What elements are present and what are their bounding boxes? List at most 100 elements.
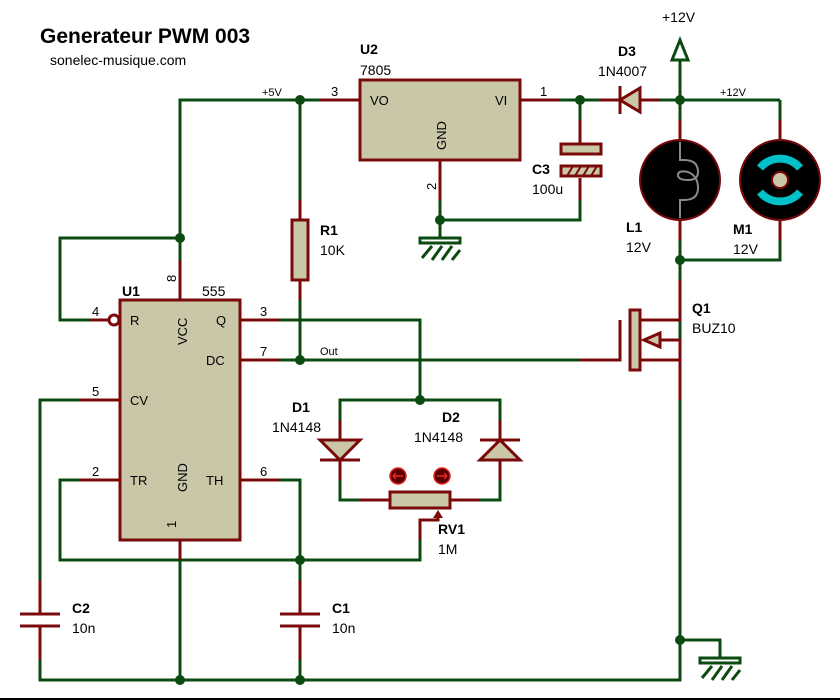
component-d1[interactable]: D1 1N4148: [272, 399, 364, 480]
pin-name-tr: TR: [130, 473, 147, 488]
pin-number: 2: [92, 464, 99, 479]
pin-number: 6: [260, 464, 267, 479]
pin-name-dc: DC: [206, 353, 225, 368]
r1-ref: R1: [320, 222, 338, 238]
pin-name-th: TH: [206, 473, 223, 488]
pin-name-vcc: VCC: [175, 318, 190, 345]
pin-number: 3: [260, 304, 267, 319]
diode-icon: [316, 438, 364, 463]
m1-value: 12V: [733, 241, 759, 257]
d1-ref: D1: [292, 399, 310, 415]
d3-value: 1N4007: [598, 63, 647, 79]
wires: [38, 60, 782, 682]
ic-body: [118, 298, 242, 542]
diode-icon: [476, 437, 524, 462]
component-c3[interactable]: C3 100u: [532, 120, 603, 200]
net-label-out: Out: [320, 346, 338, 358]
junction-dot: [675, 635, 685, 645]
inverted-pin-bubble-icon: [107, 313, 121, 327]
pin-name-cv: CV: [130, 393, 148, 408]
pin-number: 5: [92, 384, 99, 399]
junction-dot: [575, 95, 585, 105]
component-l1-lamp[interactable]: L1 12V: [626, 120, 721, 255]
component-r1[interactable]: R1 10K: [290, 200, 346, 300]
c1-value: 10n: [332, 620, 355, 636]
component-c1[interactable]: C1 10n: [280, 580, 355, 660]
l1-ref: L1: [626, 219, 643, 235]
power-label-12v: +12V: [662, 9, 696, 25]
u2-ref: U2: [360, 41, 378, 57]
decrease-wiper-button[interactable]: [389, 467, 407, 485]
net-label-plus5v: +5V: [262, 87, 283, 99]
d2-ref: D2: [442, 409, 460, 425]
potentiometer-body: [388, 490, 452, 510]
power-arrow-icon: [669, 35, 691, 62]
rv1-ref: RV1: [438, 521, 465, 537]
junction-dot: [295, 555, 305, 565]
r1-value: 10K: [320, 242, 346, 258]
c3-ref: C3: [532, 161, 550, 177]
d3-ref: D3: [618, 43, 636, 59]
mosfet-channel: [628, 308, 642, 372]
schematic-title: Generateur PWM 003: [40, 25, 250, 48]
component-rv1[interactable]: RV1 1M: [360, 467, 480, 557]
component-u1-555[interactable]: U1 555 R VCC Q DC CV TR GND TH 4 8 3 7 5…: [80, 260, 280, 560]
pin-name-r: R: [130, 313, 139, 328]
component-q1-mosfet[interactable]: Q1 BUZ10: [580, 280, 736, 400]
increase-wiper-button[interactable]: [433, 467, 451, 485]
component-m1-motor[interactable]: M1 12V: [733, 120, 821, 257]
c2-ref: C2: [72, 600, 90, 616]
junction-dot: [435, 215, 445, 225]
pin-name-q: Q: [216, 313, 226, 328]
m1-ref: M1: [733, 221, 753, 237]
junction-dot: [415, 395, 425, 405]
d2-value: 1N4148: [414, 429, 463, 445]
pin-number: 1: [164, 521, 179, 528]
schematic-subtitle: sonelec-musique.com: [50, 52, 186, 68]
d1-value: 1N4148: [272, 419, 321, 435]
pin-number: 3: [331, 84, 338, 99]
lamp-filament-icon: [676, 142, 700, 218]
ground-symbol-u2: [418, 236, 462, 261]
component-d3[interactable]: D3 1N4007: [598, 43, 660, 115]
pin-name-gnd: GND: [175, 463, 190, 492]
capacitor-plate-positive: [559, 142, 603, 156]
u2-value: 7805: [360, 62, 391, 78]
pin-name-vo: VO: [370, 93, 389, 108]
ground-symbol-q1: [698, 656, 742, 681]
junctions: [175, 95, 685, 685]
junction-dot: [175, 233, 185, 243]
component-d2[interactable]: D2 1N4148: [414, 409, 524, 480]
u1-value: 555: [202, 283, 226, 299]
component-u2-7805[interactable]: U2 7805 VO VI GND 3 1 2: [320, 41, 560, 200]
u1-ref: U1: [122, 283, 140, 299]
c2-value: 10n: [72, 620, 95, 636]
q1-ref: Q1: [692, 300, 711, 316]
junction-dot: [295, 95, 305, 105]
diode-icon: [617, 85, 642, 115]
power-terminal-12v[interactable]: +12V: [662, 9, 696, 62]
resistor-body: [290, 218, 310, 282]
lamp-icon: [639, 139, 721, 221]
junction-dot: [675, 95, 685, 105]
pin-number: 7: [260, 344, 267, 359]
junction-dot: [175, 675, 185, 685]
junction-dot: [295, 675, 305, 685]
q1-value: BUZ10: [692, 320, 736, 336]
pin-name-vi: VI: [495, 93, 507, 108]
component-c2[interactable]: C2 10n: [20, 580, 95, 660]
regulator-body: [358, 78, 522, 162]
junction-dot: [295, 355, 305, 365]
pin-number: 1: [540, 84, 547, 99]
junction-dot: [675, 255, 685, 265]
rv1-value: 1M: [438, 541, 457, 557]
c3-value: 100u: [532, 181, 563, 197]
pin-name-gnd: GND: [434, 121, 449, 150]
mosfet-arrow-icon: [640, 330, 662, 350]
c1-ref: C1: [332, 600, 350, 616]
l1-value: 12V: [626, 239, 652, 255]
net-label-plus12v-rail: +12V: [720, 87, 747, 99]
pin-number: 8: [164, 275, 179, 282]
pin-number: 4: [92, 304, 99, 319]
